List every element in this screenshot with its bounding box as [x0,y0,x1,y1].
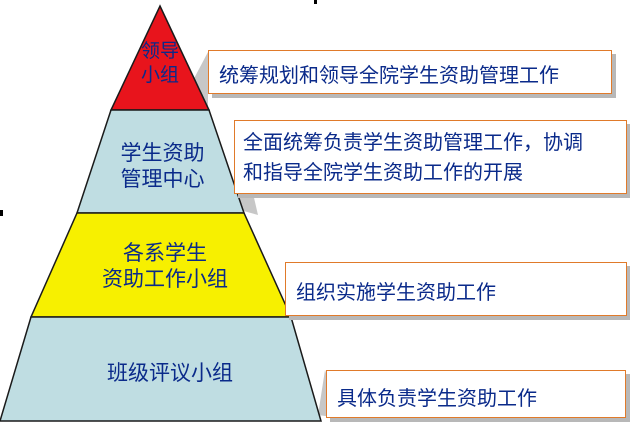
tier-label-department-group: 各系学生 资助工作小组 [102,241,228,292]
callout-department-duty: 组织实施学生资助工作 [285,262,627,316]
callout-class-duty: 具体负责学生资助工作 [326,370,626,418]
corner-mark [0,210,3,216]
tier-label-management-center: 学生资助 管理中心 [120,141,205,192]
tier-label-class-committee: 班级评议小组 [107,361,233,385]
pyramid-tier-base [0,316,322,422]
callout-center-duty: 全面统筹负责学生资助管理工作，协调 和指导全院学生资助工作的开展 [234,120,627,194]
corner-mark [314,0,317,4]
callout-leadership-duty: 统筹规划和领导全院学生资助管理工作 [208,50,612,94]
tier-label-leadership: 领导 小组 [140,40,179,86]
